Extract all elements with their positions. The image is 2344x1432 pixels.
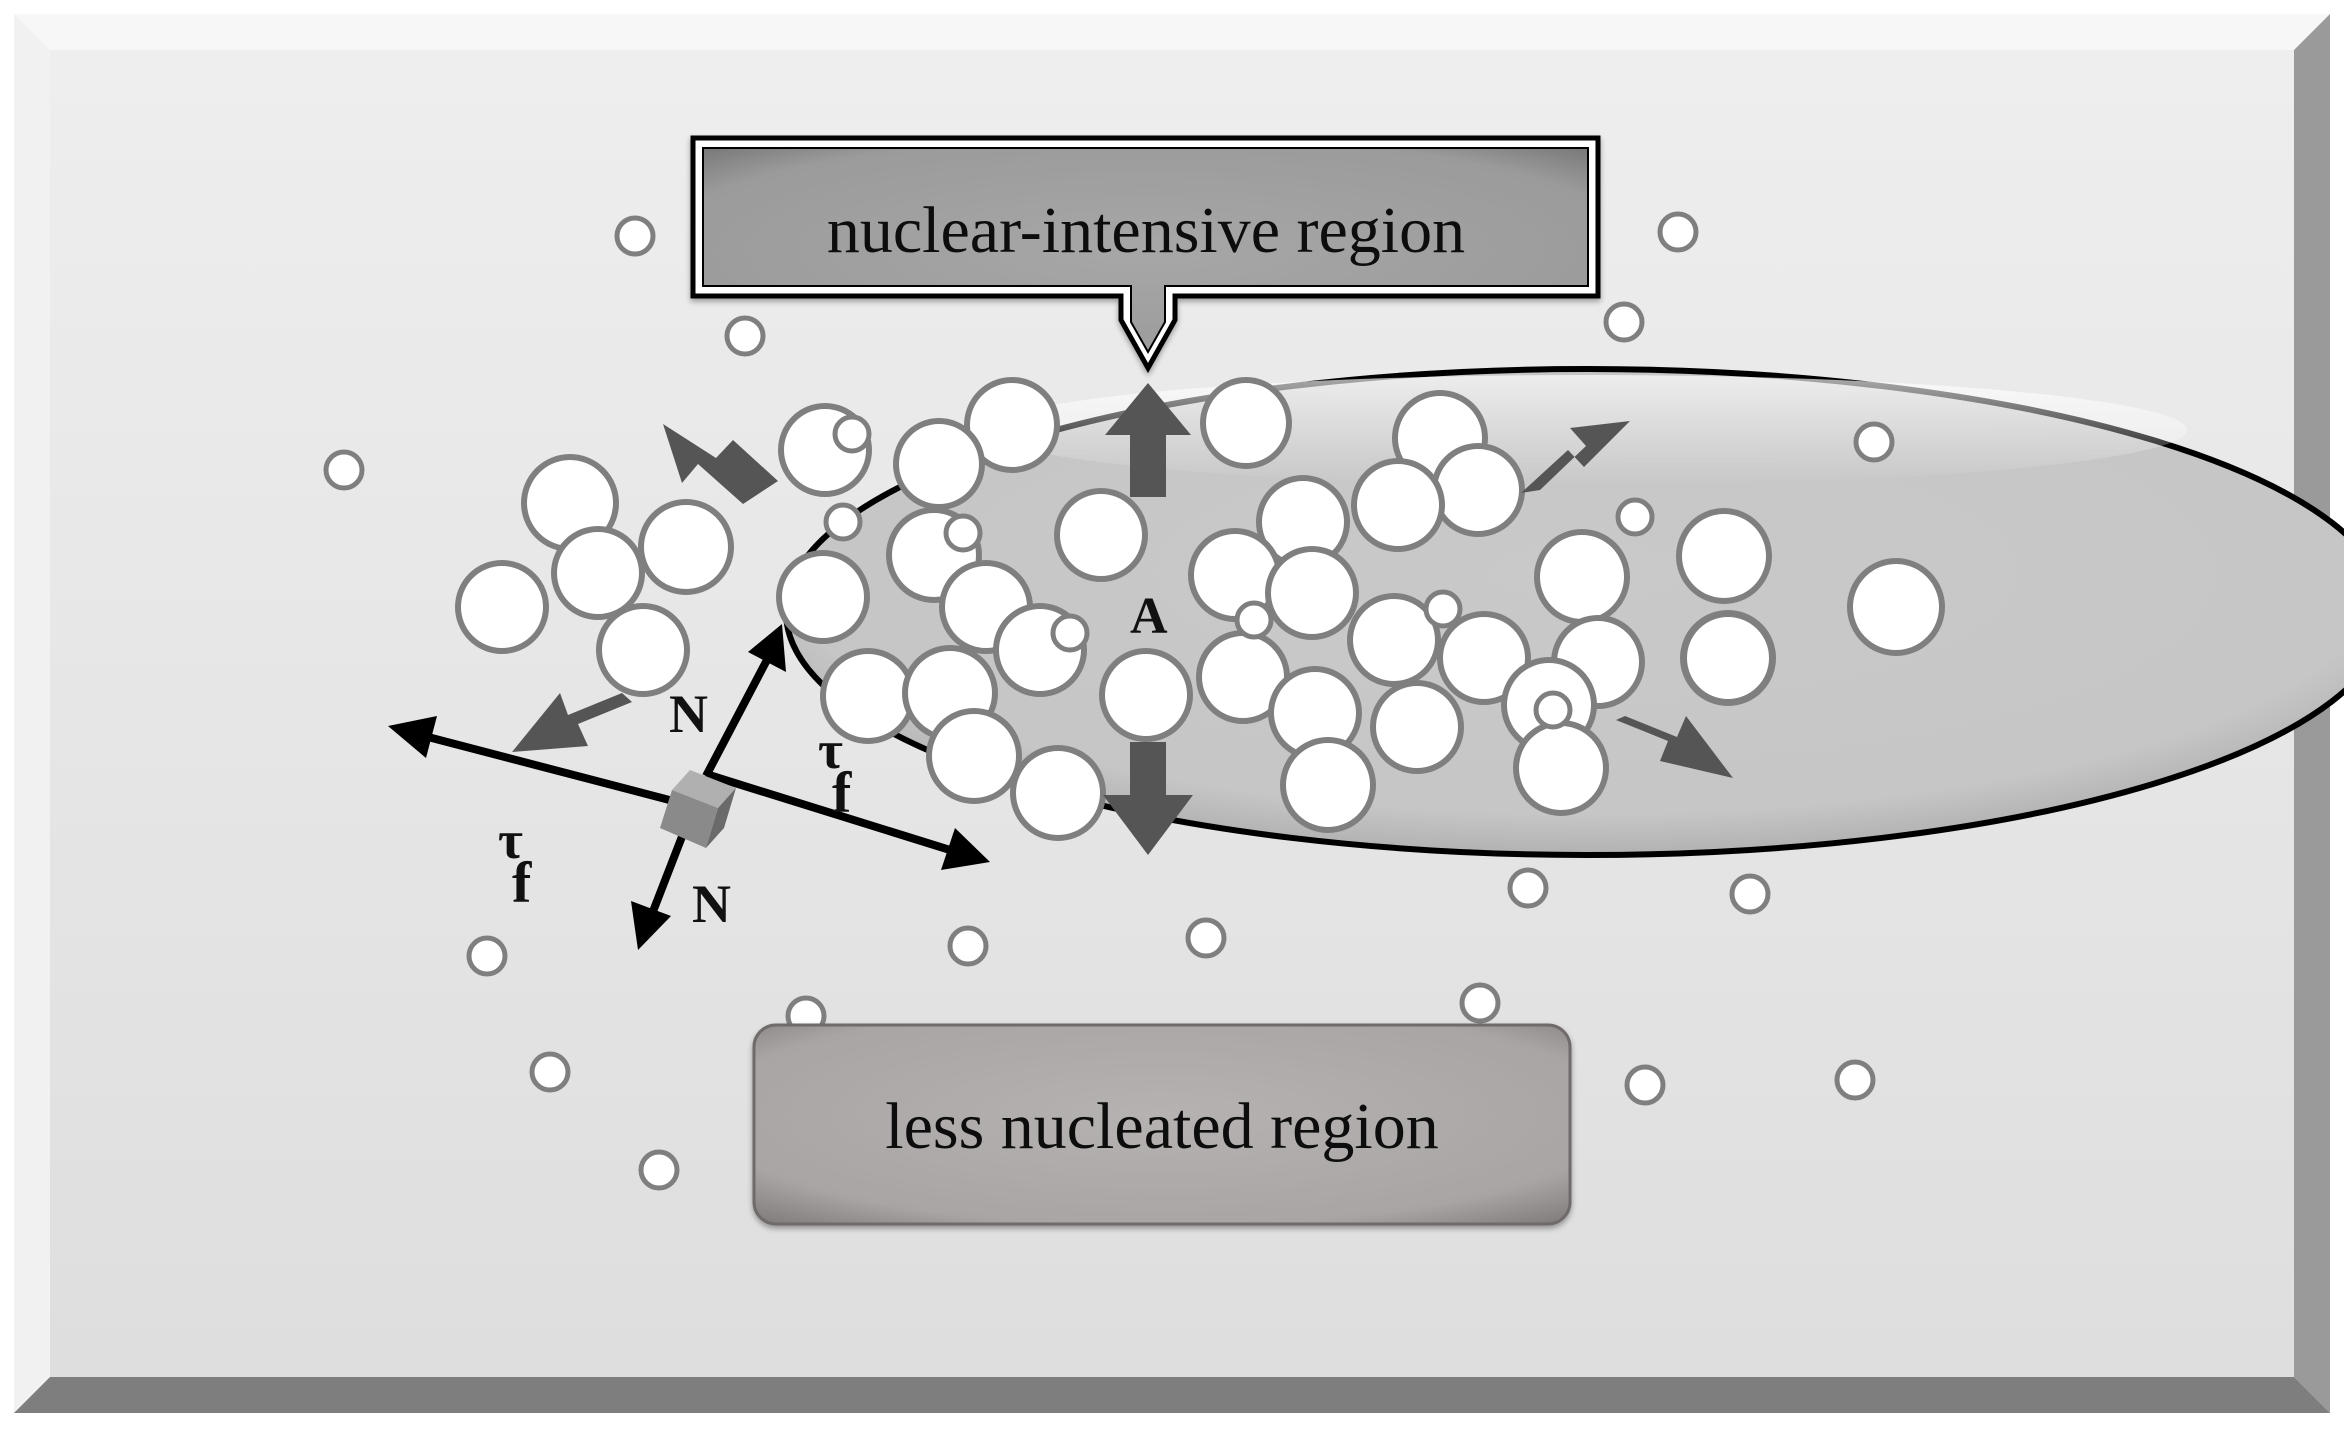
- friction-label-left: τ f: [498, 810, 532, 915]
- bubble: [1834, 1059, 1876, 1101]
- point-a-label: A: [1130, 588, 1168, 645]
- expansion-arrow-down-left: [512, 693, 632, 752]
- bubble: [455, 560, 549, 654]
- expansion-arrow-up: [1105, 383, 1191, 497]
- bubble: [832, 414, 872, 454]
- bubble: [1370, 680, 1464, 774]
- bubble: [1437, 611, 1531, 705]
- friction-subscript: f: [512, 850, 532, 915]
- bubble: [596, 603, 690, 697]
- bubble: [1185, 917, 1227, 959]
- bubble: [964, 377, 1060, 473]
- small-bubbles-outside: [323, 211, 1895, 1191]
- bubble: [1681, 611, 1775, 705]
- bubble: [529, 1051, 571, 1093]
- bubble: [638, 499, 734, 595]
- bubble: [926, 708, 1022, 804]
- bubble: [943, 513, 983, 553]
- bubble: [1050, 613, 1090, 653]
- bubble: [1513, 720, 1609, 816]
- bubble: [1265, 546, 1359, 640]
- bubble: [1200, 377, 1292, 469]
- bubble: [323, 449, 365, 491]
- bubble: [1351, 458, 1445, 552]
- friction-subscript: f: [832, 760, 852, 825]
- friction-arrow-left: [388, 716, 702, 812]
- bubble: [551, 526, 645, 620]
- force-diagram: N N τ f τ f: [388, 624, 990, 950]
- bubble: [638, 1149, 680, 1191]
- bubble: [614, 215, 656, 257]
- expansion-arrow-down-right: [1616, 716, 1733, 778]
- expansion-arrow-up-right: [1521, 421, 1630, 493]
- bubble: [1615, 497, 1655, 537]
- bubble: [724, 315, 766, 357]
- bubble: [1423, 589, 1463, 629]
- nuclear-region-label: nuclear-intensive region: [827, 194, 1465, 267]
- bubble: [823, 502, 863, 542]
- bubble: [1234, 600, 1274, 640]
- bubble: [1729, 873, 1771, 915]
- surface-element-cube: [660, 770, 736, 848]
- bubble: [776, 550, 870, 644]
- normal-force-label-lower: N: [692, 874, 731, 934]
- bubble: [1431, 443, 1525, 537]
- friction-symbol: τ: [818, 720, 843, 780]
- bubble: [1507, 867, 1549, 909]
- friction-arrow-right: [704, 770, 990, 870]
- bubble: [1099, 648, 1193, 742]
- bubble: [1676, 508, 1772, 604]
- bubble: [893, 418, 985, 510]
- friction-label-right: τ f: [818, 720, 852, 825]
- bubble: [1534, 529, 1630, 625]
- less-nucleated-region-box: less nucleated region: [752, 1023, 1572, 1226]
- bubble: [1280, 737, 1376, 833]
- expansion-arrow-up-left: [663, 424, 778, 504]
- normal-arrow-up: [702, 624, 786, 778]
- less-region-label: less nucleated region: [885, 1090, 1438, 1163]
- bubble: [466, 935, 508, 977]
- friction-symbol: τ: [498, 810, 523, 870]
- bubble: [1853, 421, 1895, 463]
- bubble: [1347, 593, 1441, 687]
- bubble: [947, 925, 989, 967]
- bubble: [1054, 488, 1148, 582]
- bubbles-inside: [455, 377, 1945, 841]
- bubble: [1010, 745, 1106, 841]
- bubble: [1624, 1064, 1666, 1106]
- bubble: [1459, 982, 1501, 1024]
- expansion-arrows: [512, 383, 1733, 855]
- bubble: [1533, 690, 1573, 730]
- normal-force-label-upper: N: [669, 684, 708, 744]
- bubble: [1657, 211, 1699, 253]
- expansion-arrow-down: [1103, 742, 1193, 855]
- bubble: [1847, 558, 1945, 656]
- bubble: [1603, 301, 1645, 343]
- nuclear-region-callout: nuclear-intensive region: [690, 135, 1601, 374]
